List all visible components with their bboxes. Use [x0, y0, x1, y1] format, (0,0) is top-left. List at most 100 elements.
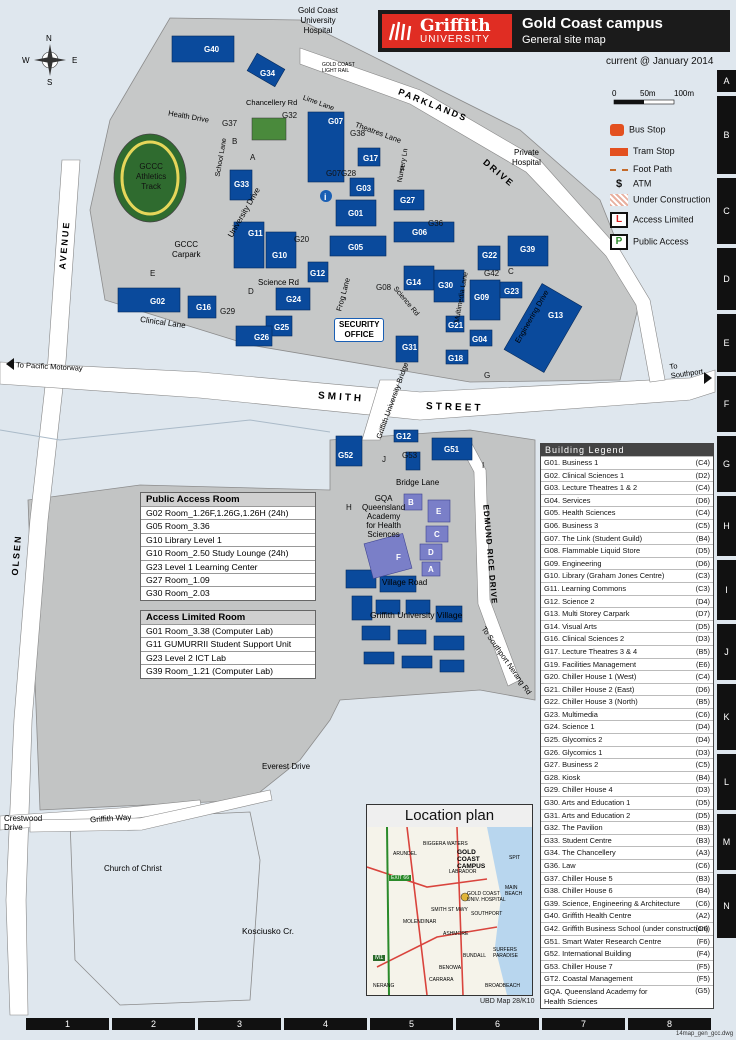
legend-bus-stop: Bus Stop [610, 124, 666, 136]
building-legend-row: G24. Science 1(D4) [541, 720, 713, 733]
svg-text:G12: G12 [310, 269, 326, 278]
svg-text:G17: G17 [363, 154, 379, 163]
gqa-block-c [425, 525, 449, 543]
building-legend-row: G25. Glycomics 2(D4) [541, 733, 713, 746]
building-name: G21. Chiller House 2 (East) [544, 684, 635, 694]
light-rail-label: GOLD COAST LIGHT RAIL [322, 62, 355, 74]
svg-text:G29: G29 [220, 307, 236, 316]
village-block [397, 629, 427, 645]
svg-text:G34: G34 [260, 69, 276, 78]
room-row: G27 Room_1.09 [141, 572, 315, 586]
lp-hospital: GOLD COAST UNIV. HOSPITAL [467, 891, 506, 903]
bldg-g17 [357, 147, 381, 167]
gqa-block-a [421, 561, 441, 577]
arrow-left-icon [6, 358, 14, 370]
smith-street [0, 361, 716, 421]
building-legend-row: G14. Visual Arts(D5) [541, 619, 713, 633]
svg-text:G20: G20 [294, 235, 310, 244]
foot-path-icon [610, 168, 628, 171]
bldg-g23 [499, 281, 523, 299]
grid-ref: (B4) [696, 772, 710, 782]
svg-text:G39: G39 [520, 245, 536, 254]
info-icon [320, 190, 332, 202]
svg-text:G38: G38 [350, 129, 366, 138]
svg-text:G11: G11 [248, 229, 263, 238]
svg-text:G36: G36 [428, 219, 444, 228]
lp-campus: GOLD COAST CAMPUS [457, 849, 486, 870]
everest-label: Everest Drive [262, 762, 311, 771]
building-legend-row: G34. The Chancellery(A3) [541, 846, 713, 859]
grid-row-e: E [717, 314, 736, 372]
svg-text:G: G [484, 371, 490, 380]
church-label: Church of Christ [104, 864, 162, 873]
svg-text:G22: G22 [482, 251, 498, 260]
svg-text:F: F [400, 165, 405, 174]
grid-ref: (A2) [696, 911, 710, 921]
svg-text:J: J [382, 455, 386, 464]
building-legend-row: G04. Services(D6) [541, 493, 713, 507]
svg-text:G25: G25 [274, 323, 290, 332]
lp-m1: M1 [373, 955, 386, 961]
grid-ref: (D6) [695, 684, 710, 694]
grid-ref: (D4) [695, 596, 710, 606]
svg-text:G18: G18 [448, 354, 464, 363]
svg-text:G05: G05 [348, 243, 364, 252]
grid-ref: (C4) [695, 458, 710, 467]
village-block [401, 655, 433, 669]
svg-text:G23: G23 [504, 287, 520, 296]
svg-text:G07: G07 [328, 117, 344, 126]
building-legend-row: G21. Chiller House 2 (East) (D6) [541, 682, 713, 696]
bldg-g13 [503, 283, 583, 373]
building-name: G12. Science 2 [544, 596, 595, 606]
building-legend-row: G26. Glycomics 1(D3) [541, 745, 713, 759]
svg-text:A: A [250, 153, 256, 162]
athletics-label: GCCC Athletics Track [136, 162, 167, 191]
bldg-g07 [307, 111, 345, 183]
access-limited-title: Access Limited Room [141, 611, 315, 624]
bridge-lane-label: Bridge Lane [396, 478, 440, 487]
map-subtitle: General site map [522, 34, 606, 46]
lp-labrador: LABRADOR [449, 869, 477, 875]
building-name: G53. Chiller House 7 [544, 961, 613, 971]
grid-row-h: H [717, 496, 736, 556]
private-hospital-label: Private Hospital [512, 148, 541, 167]
village-block [345, 569, 377, 589]
public-access-title: Public Access Room [141, 493, 315, 506]
location-plan-map [367, 827, 532, 995]
svg-text:H: H [346, 503, 352, 512]
building-name: G29. Chiller House 4 [544, 785, 613, 795]
shoreline [0, 419, 331, 441]
svg-text:G16: G16 [196, 303, 212, 312]
village-block [405, 599, 431, 615]
building-legend-row: G06. Business 3(C5) [541, 518, 713, 532]
building-legend-row: GT2. Coastal Management(F5) [541, 972, 713, 985]
bldg-g26 [235, 325, 273, 347]
svg-text:G40: G40 [204, 45, 220, 54]
grid-ref: (D7) [695, 609, 710, 619]
grid-row-f: F [717, 376, 736, 432]
bldg-g33 [229, 169, 253, 201]
griffith-logo: Griffith UNIVERSITY [382, 14, 512, 48]
building-name: G38. Chiller House 6 [544, 886, 613, 896]
svg-text:D: D [428, 548, 434, 557]
bldg-g04 [469, 329, 493, 347]
building-name: G34. The Chancellery [544, 848, 616, 858]
svg-text:G02: G02 [150, 297, 166, 306]
svg-text:A: A [428, 565, 434, 574]
svg-text:I: I [482, 461, 484, 470]
bldg-g05 [329, 235, 387, 257]
building-name: G51. Smart Water Research Centre [544, 936, 662, 946]
grid-ref: (B5) [696, 697, 710, 707]
legend-foot-path: Foot Path [610, 164, 672, 174]
bldg-g24 [275, 287, 311, 311]
building-name: G31. Arts and Education 2 [544, 810, 631, 820]
grid-ref: (D3) [695, 785, 710, 795]
room-row: G05 Room_3.36 [141, 519, 315, 532]
grid-row-i: I [717, 560, 736, 620]
grid-ref: (D3) [695, 634, 710, 644]
bldg-g53 [405, 451, 421, 471]
lp-mainbeach: MAIN BEACH [505, 885, 523, 897]
hospital-label: Gold Coast University Hospital [298, 6, 339, 35]
